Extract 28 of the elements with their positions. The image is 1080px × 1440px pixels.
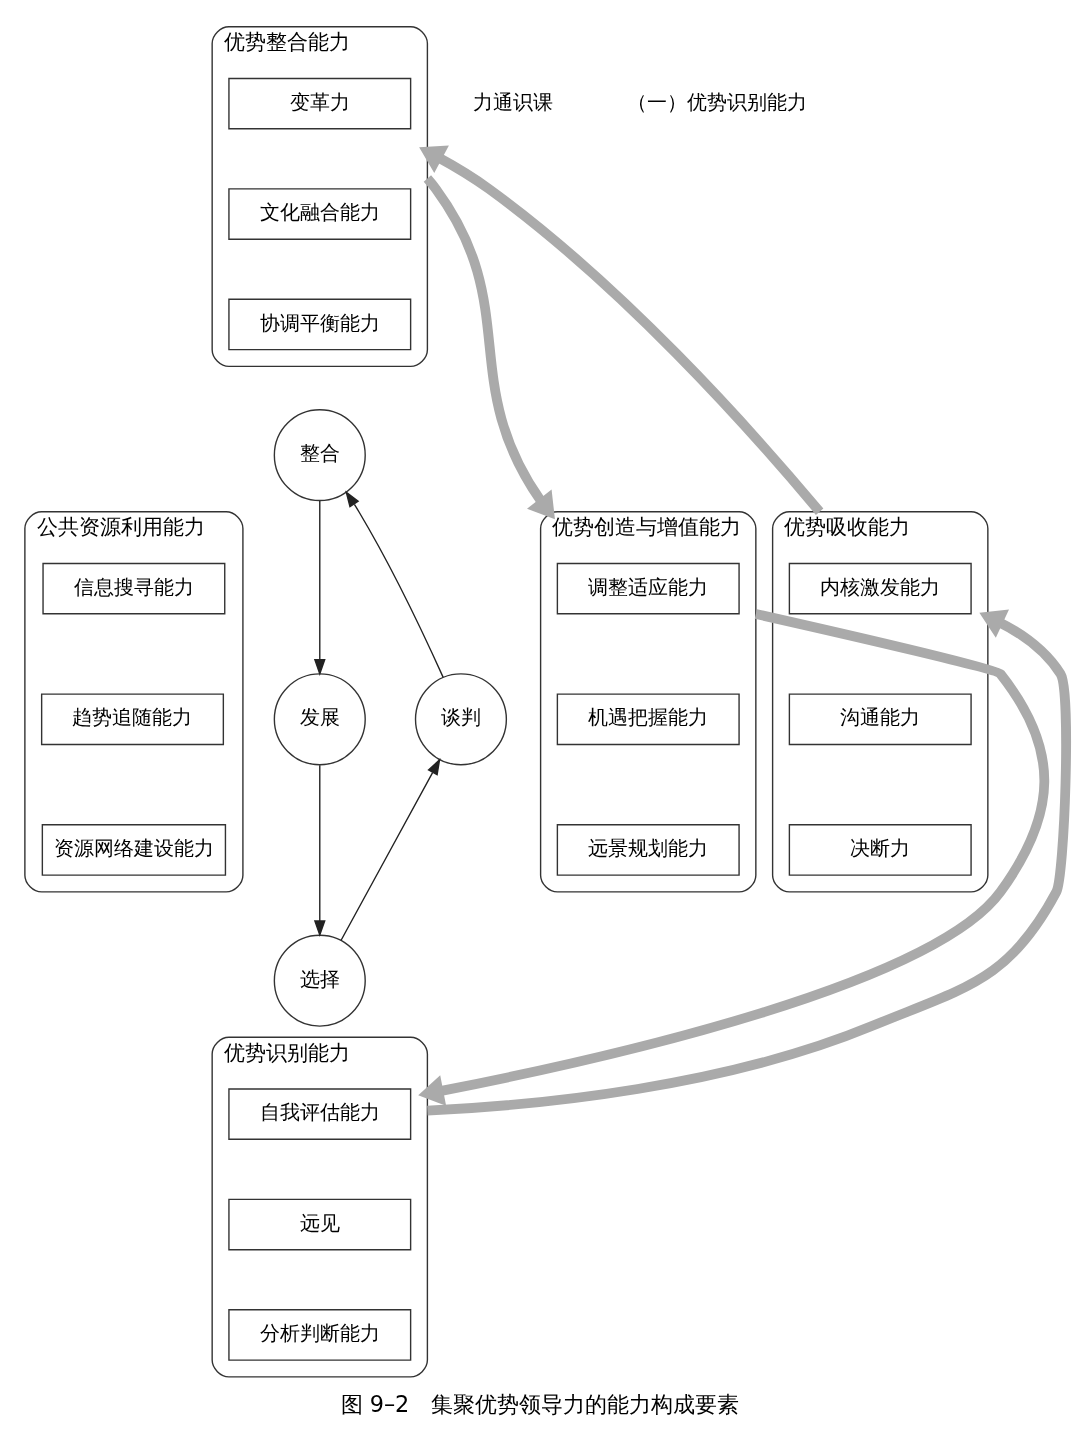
node-box: 协调平衡能力: [228, 298, 412, 351]
arrow: [345, 490, 444, 679]
node-box: 趋势追随能力: [40, 693, 225, 746]
node-box: 资源网络建设能力: [41, 824, 227, 876]
node-box: 沟通能力: [788, 693, 972, 746]
node-circle: 发展: [273, 673, 366, 766]
label: （一）优势识别能力: [626, 90, 807, 114]
node-box: 文化融合能力: [228, 188, 412, 240]
node-box: 机遇把握能力: [556, 693, 740, 746]
label: 力通识课: [472, 90, 553, 114]
node-box: 远景规划能力: [556, 824, 740, 876]
node-box: 调整适应能力: [556, 562, 740, 615]
node-circle: 整合: [273, 409, 366, 502]
arrow: [313, 500, 326, 676]
node-box: 信息搜寻能力: [42, 562, 226, 615]
node-circle: 谈判: [414, 673, 508, 766]
arrow: [419, 145, 824, 515]
caption: 图 9–2 集聚优势领导力的能力构成要素: [340, 1390, 740, 1417]
arrow: [313, 764, 326, 938]
node-box: 决断力: [788, 824, 972, 876]
node-circle: 选择: [273, 934, 366, 1027]
node-box: 变革力: [228, 77, 412, 130]
node-box: 内核激发能力: [788, 562, 972, 615]
node-box: 远见: [228, 1198, 412, 1251]
arrow: [340, 758, 441, 942]
node-box: 分析判断能力: [228, 1309, 412, 1361]
arrow: [423, 175, 555, 520]
node-box: 自我评估能力: [228, 1088, 412, 1140]
